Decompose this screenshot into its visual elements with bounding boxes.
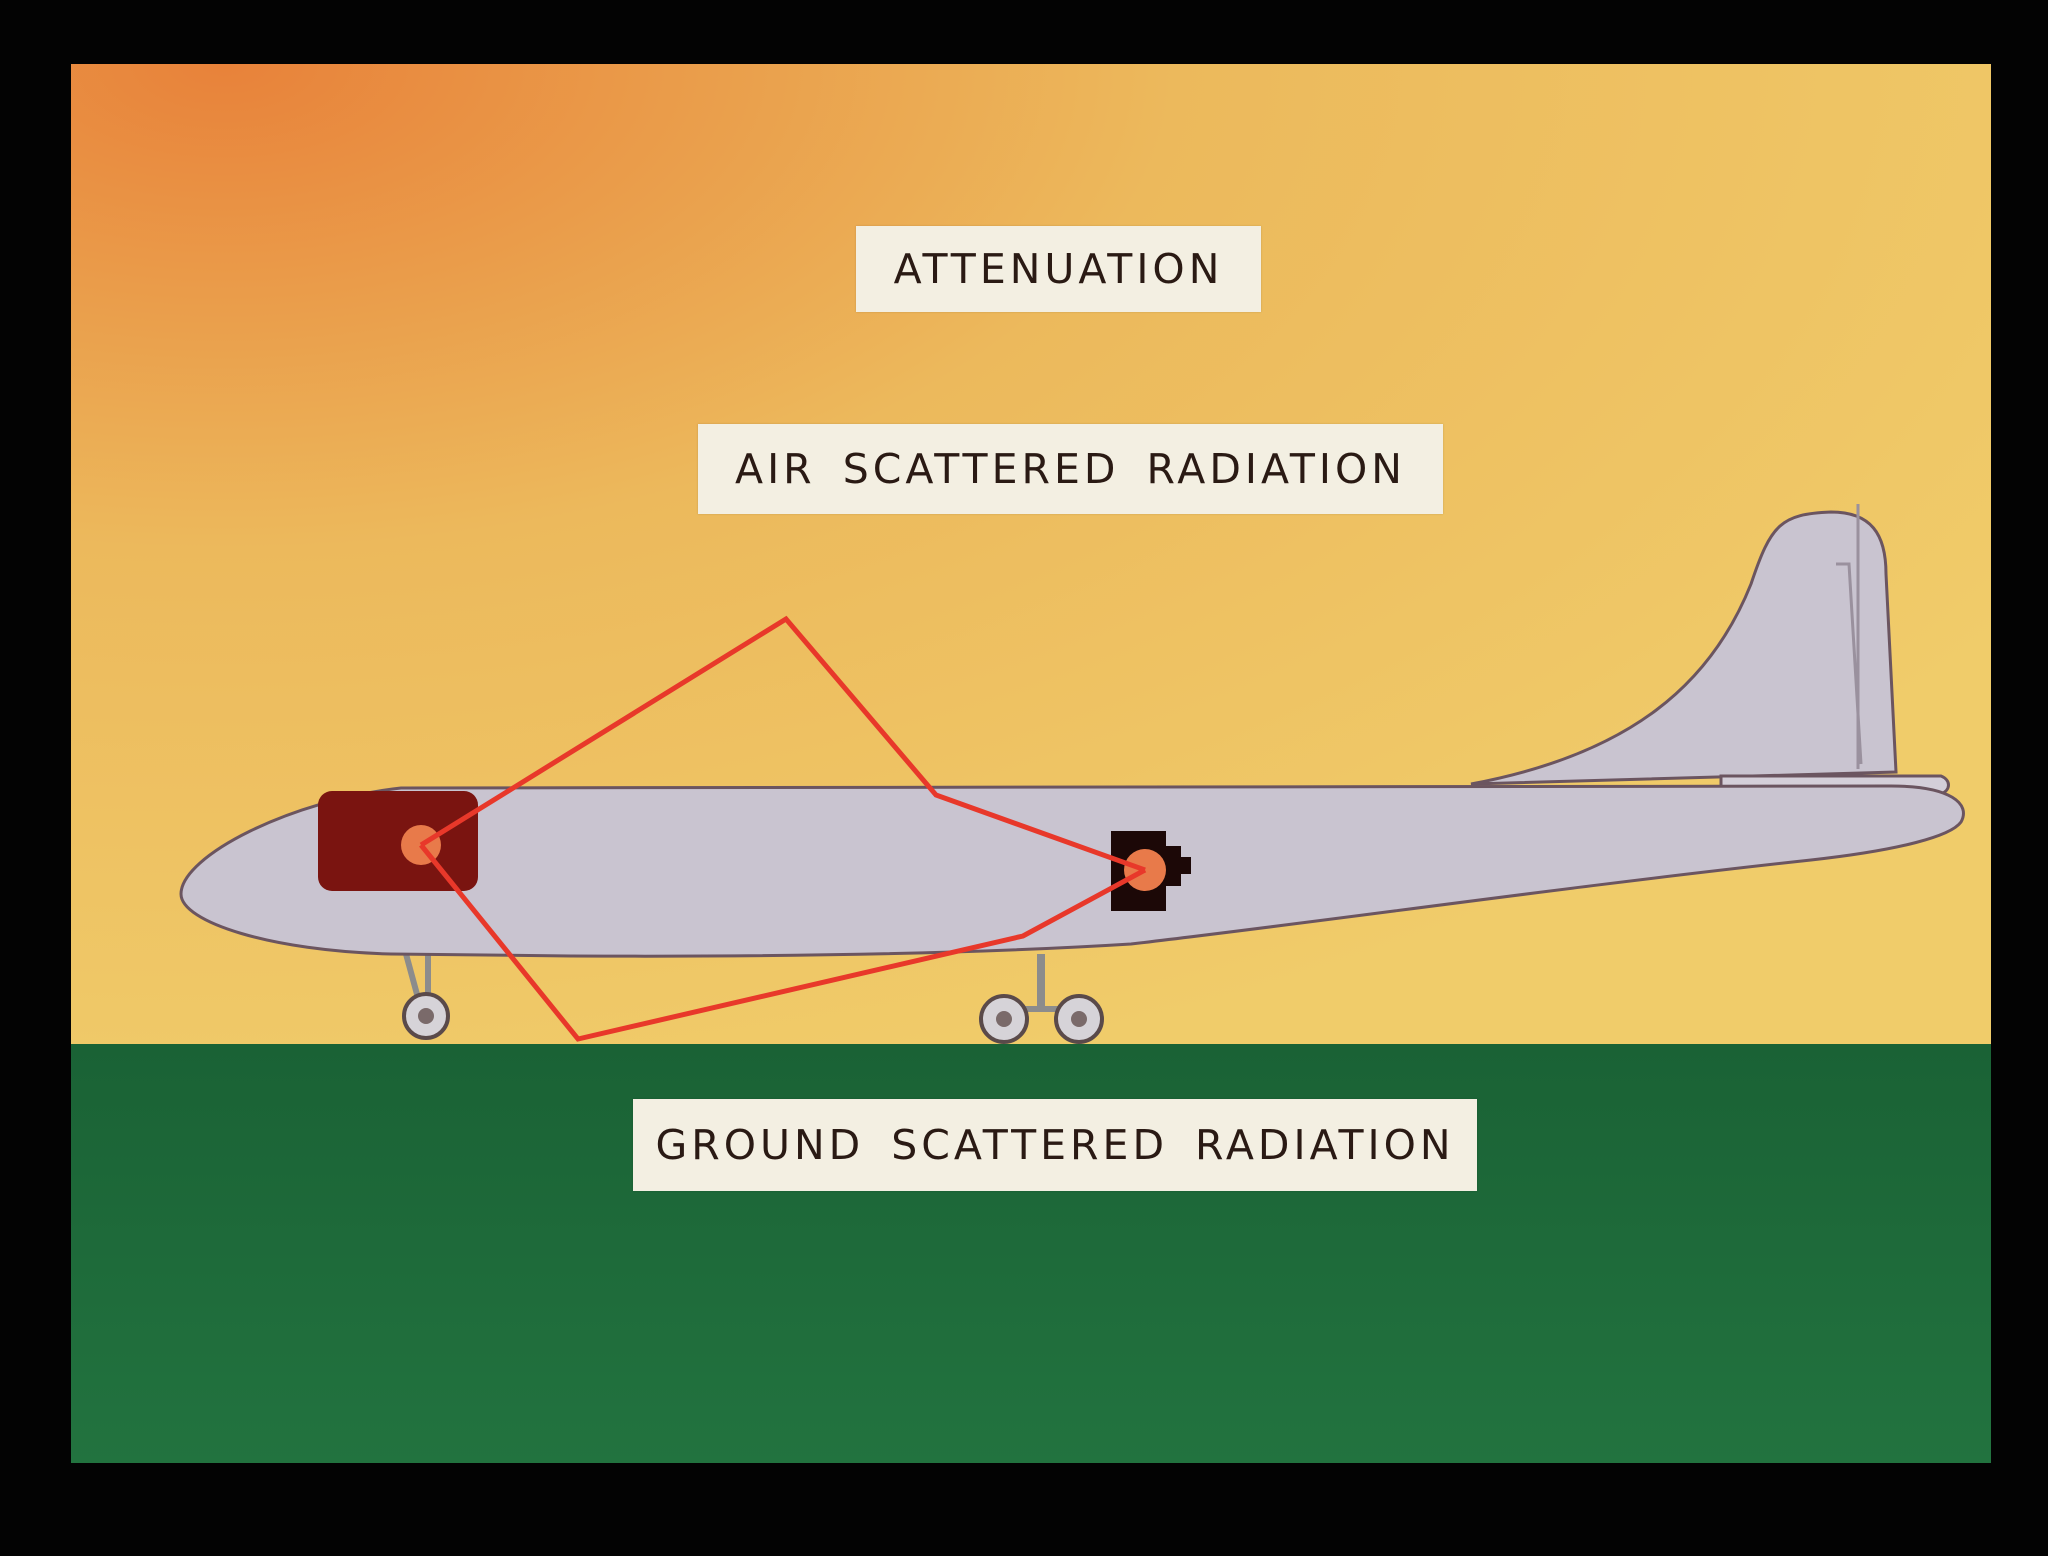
diagram-slide: ATTENUATION AIR SCATTERED RADIATION GROU…: [71, 64, 1991, 1463]
attenuation-label-text: ATTENUATION: [893, 245, 1224, 293]
nose-landing-gear: [402, 953, 450, 1040]
tail-fin: [1470, 510, 1898, 786]
ground-scattered-radiation-path: [419, 843, 1147, 1042]
fuselage: [179, 784, 1965, 958]
ground-scattered-radiation-label: GROUND SCATTERED RADIATION: [633, 1099, 1477, 1191]
air-scattered-radiation-label: AIR SCATTERED RADIATION: [698, 424, 1443, 514]
main-landing-gear: [979, 954, 1104, 1044]
air-scattered-radiation-path: [419, 615, 1146, 873]
attenuation-label: ATTENUATION: [856, 226, 1261, 312]
crew-compartment-shield: [318, 791, 478, 891]
ground-scattered-radiation-label-text: GROUND SCATTERED RADIATION: [655, 1121, 1455, 1169]
air-scattered-radiation-label-text: AIR SCATTERED RADIATION: [735, 445, 1406, 493]
